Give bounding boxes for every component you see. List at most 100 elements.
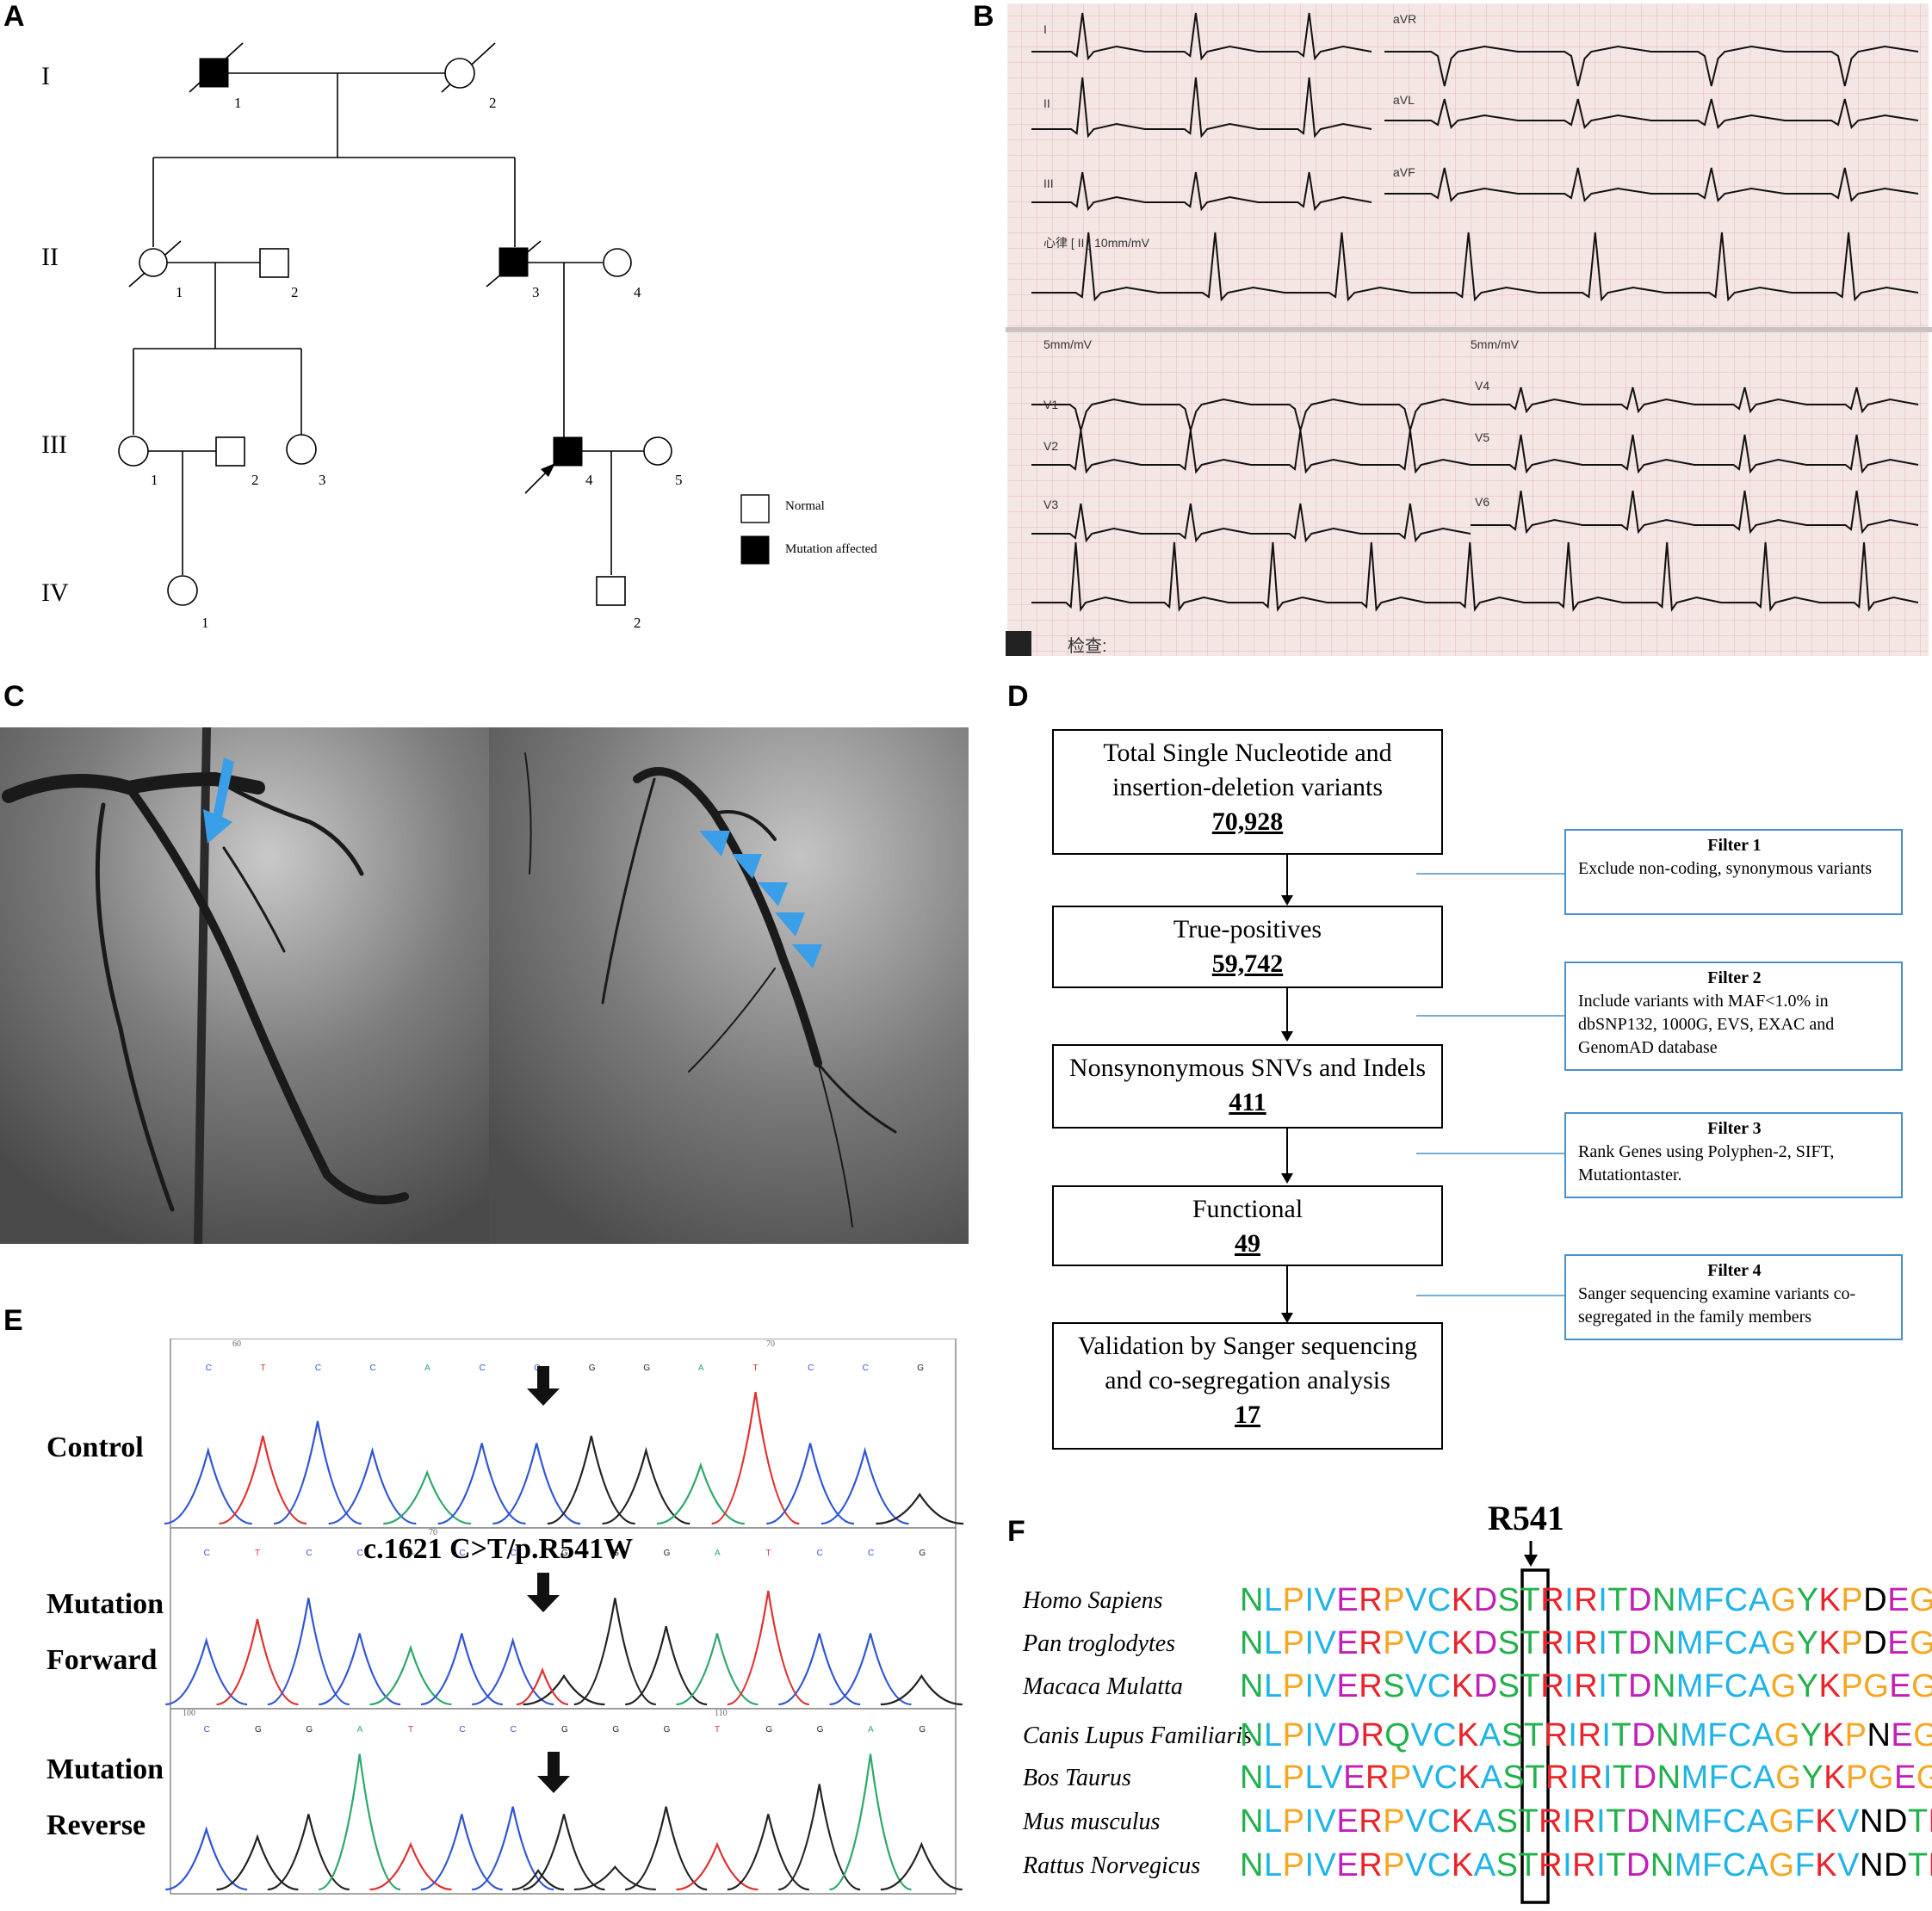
trace-peak <box>778 1633 861 1706</box>
trace-peak <box>880 1673 963 1706</box>
trace-peak <box>778 1784 861 1891</box>
species-name: Mus musculus <box>1023 1809 1161 1835</box>
trace-peak <box>437 1443 526 1525</box>
base-call: A <box>424 1364 430 1373</box>
base-call: C <box>204 1725 210 1735</box>
trace-peak <box>820 1446 909 1525</box>
trace-peak <box>383 1469 471 1525</box>
filter-text: Rank Genes using Polyphen-2, SIFT, Mutat… <box>1578 1142 1835 1184</box>
trace-group <box>164 1391 964 1891</box>
r541-marker <box>1520 1541 1550 1904</box>
trace-peak <box>656 1462 745 1525</box>
tick-label: 110 <box>715 1709 728 1718</box>
base-call: T <box>408 1725 413 1735</box>
ecg-trace <box>1031 232 1919 302</box>
individual-id: 3 <box>532 284 540 300</box>
ecg-trace <box>1384 45 1919 87</box>
ecg-footer: 检查: <box>1068 637 1107 656</box>
base-call: G <box>664 1549 671 1558</box>
ecg-lead-label: V2 <box>1043 439 1059 453</box>
filter-box: Filter 1 Exclude non-coding, synonymous … <box>1564 829 1903 915</box>
trace-peak <box>511 1868 565 1891</box>
control-label: Control <box>46 1432 144 1463</box>
filter-box: Filter 4 Sanger sequencing examine varia… <box>1564 1254 1903 1340</box>
species-name: Canis Lupus Familiaris <box>1023 1722 1253 1749</box>
ecg-lead-label: V5 <box>1475 430 1490 444</box>
individual-id: 2 <box>489 95 497 111</box>
trace-peak <box>472 1806 554 1891</box>
tick-label: 60 <box>232 1339 241 1349</box>
base-call: G <box>561 1725 568 1735</box>
ecg-lead-label: aVF <box>1393 165 1415 179</box>
trace-peak <box>676 1841 759 1891</box>
base-call: C <box>534 1364 540 1373</box>
panel-label-c: C <box>3 680 25 713</box>
individual-id: 2 <box>251 472 259 488</box>
mutation-annotation: c.1621 C>T/p.R541W <box>363 1533 634 1565</box>
tick-label: 100 <box>183 1709 195 1718</box>
trace-peak <box>165 1826 248 1891</box>
individual-id: 4 <box>585 472 593 488</box>
trace-peak <box>523 1814 605 1891</box>
angiogram-panel <box>0 727 969 1244</box>
trace-peak <box>573 1865 656 1891</box>
panel-label-e: E <box>3 1304 23 1337</box>
filter-text: Exclude non-coding, synonymous variants <box>1578 859 1873 878</box>
tick-label: 70 <box>766 1339 775 1349</box>
base-call: A <box>408 1549 414 1558</box>
ecg-image <box>1006 3 1932 656</box>
trace-peak <box>547 1435 635 1525</box>
individual-id: 2 <box>291 284 299 300</box>
base-call: G <box>664 1725 671 1735</box>
base-call: T <box>753 1364 759 1373</box>
flow-box: Nonsynonymous SNVs and Indels 411 <box>1052 1044 1443 1129</box>
flow-box: Functional 49 <box>1052 1185 1443 1266</box>
ecg-lead-label: V3 <box>1043 498 1059 511</box>
base-call: C <box>511 1725 517 1735</box>
ecg-lead-label: III <box>1043 176 1054 190</box>
filter-title: Filter 1 <box>1707 836 1762 855</box>
trace-peak <box>727 1814 809 1891</box>
species-name: Macaca Mulatta <box>1023 1673 1183 1700</box>
trace-peak <box>829 1633 912 1706</box>
base-call: T <box>260 1364 265 1373</box>
species-name: Pan troglodytes <box>1023 1630 1176 1657</box>
panel-label-b: B <box>973 0 994 33</box>
base-call: T <box>765 1549 771 1558</box>
filter-flowchart: Total Single Nucleotide and insertion-de… <box>1016 714 1932 1455</box>
trace-peak <box>420 1633 503 1706</box>
flow-box-text: True-positives <box>1173 915 1322 943</box>
base-call: A <box>357 1725 363 1735</box>
ecg-panel: I II III aVR aVL aVF 心律 [ II ] 10mm/mV 5… <box>1006 0 1932 656</box>
panel-label-d: D <box>1007 680 1029 713</box>
ecg-trace <box>1471 490 1919 535</box>
species-name: Homo Sapiens <box>1023 1587 1163 1614</box>
trace-peak <box>472 1636 554 1706</box>
ecg-trace <box>1384 167 1919 203</box>
panel-label-f: F <box>1007 1515 1025 1548</box>
ecg-trace <box>1031 541 1919 612</box>
base-call: C <box>511 1549 517 1558</box>
base-call: C <box>459 1549 465 1558</box>
ecg-gain-label: 5mm/mV <box>1043 337 1092 351</box>
trace-peak <box>766 1443 855 1525</box>
flow-box: True-positives 59,742 <box>1052 906 1443 988</box>
ecg-trace <box>1031 398 1471 434</box>
ecg-gain-label: 5mm/mV <box>1471 337 1519 351</box>
flow-box-text: Nonsynonymous SNVs and Indels <box>1068 1054 1427 1082</box>
trace-peak <box>164 1446 252 1525</box>
ecg-lead-label: I <box>1043 22 1047 36</box>
filter-text: Sanger sequencing examine variants co-se… <box>1578 1284 1856 1327</box>
species-name: Rattus Norvegicus <box>1023 1852 1201 1879</box>
base-call: A <box>715 1549 721 1558</box>
individual-id: 2 <box>634 615 641 631</box>
base-call: C <box>357 1549 363 1558</box>
flow-box-text: and co-segregation analysis <box>1105 1366 1390 1395</box>
trace-peak <box>516 1667 569 1706</box>
protein-sequence: NLPIVERPVCKDSTRIRITDNMFCAGYKPDEGKR <box>1240 1625 1932 1661</box>
protein-sequence: NLPIVDRQVCKASTRIRITDNMFCAGYKPNEGKR <box>1240 1717 1932 1753</box>
flow-connectors <box>1281 854 1564 1323</box>
ecg-rhythm-label: 心律 [ II ] 10mm/mV <box>1043 236 1149 250</box>
